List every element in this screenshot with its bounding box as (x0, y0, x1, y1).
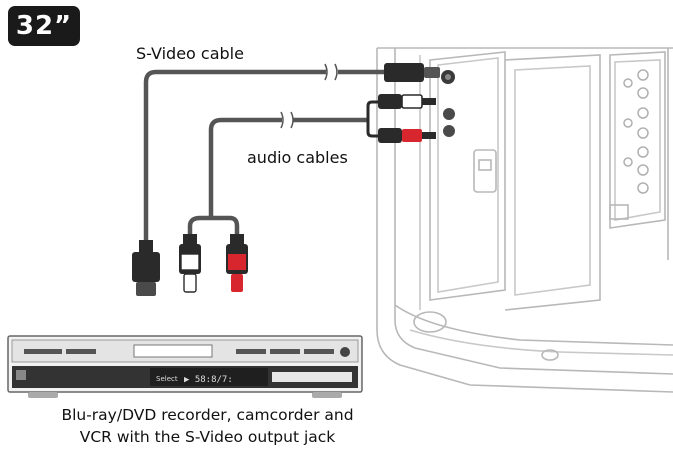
tv-rear-panel (376, 47, 673, 393)
audio-cable (187, 117, 368, 236)
rca-white-plug-device (179, 234, 201, 293)
audio-cable-split-tv (366, 100, 380, 138)
playback-device (7, 335, 363, 398)
device-display-mode: Select (156, 375, 178, 383)
tv-side-jacks (623, 69, 649, 194)
svideo-cable-label: S-Video cable (136, 44, 244, 63)
rca-red-plug-device (226, 234, 248, 292)
rca-red-plug-tv (378, 128, 436, 143)
svideo-plug-tv (384, 63, 440, 82)
tv-input-jacks (441, 70, 455, 137)
rca-white-plug-tv (378, 94, 436, 109)
device-display-readout: ▶ 58:8/7: (184, 375, 233, 385)
audio-cables-label: audio cables (247, 148, 348, 167)
device-caption-line2: VCR with the S-Video output jack (79, 428, 336, 446)
device-caption-line1: Blu-ray/DVD recorder, camcorder and (61, 406, 354, 424)
svideo-plug-device (132, 240, 160, 296)
screen-size-badge: 32” (8, 6, 80, 46)
audio-cable-break (280, 111, 294, 129)
svideo-cable-break (324, 63, 338, 81)
svideo-cable (143, 69, 384, 242)
